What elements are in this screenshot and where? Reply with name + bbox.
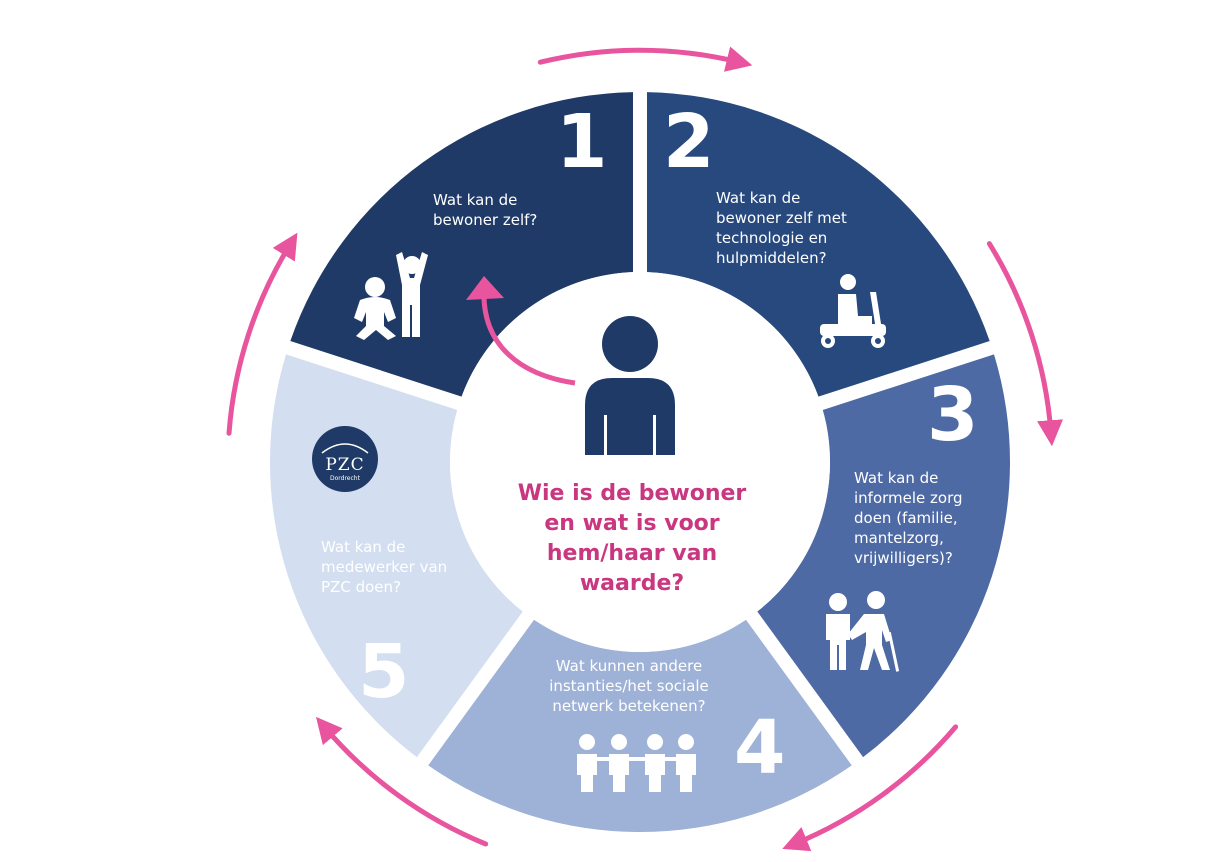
center-circle <box>450 272 830 652</box>
segment-question-line: doen (familie, <box>854 509 958 527</box>
segment-question-line: Wat kan de <box>433 191 517 209</box>
segment-question-line: PZC doen? <box>321 578 401 596</box>
segment-question-line: Wat kan de <box>321 538 405 556</box>
segment-question-line: informele zorg <box>854 489 963 507</box>
segment-2 <box>646 92 990 397</box>
center-title: Wie is de bewoner en wat is voor hem/haa… <box>518 481 747 596</box>
center-arrow-head <box>466 276 504 300</box>
segment-question-line: netwerk betekenen? <box>552 697 705 715</box>
center-title-line: Wie is de bewoner <box>518 481 747 506</box>
pzc-logo: PZC Dordrecht <box>312 426 378 492</box>
segment-question-line: medewerker van <box>321 558 447 576</box>
center-title-line: waarde? <box>580 571 684 596</box>
mobility-scooter-icon <box>820 274 886 348</box>
segment-question-line: mantelzorg, <box>854 529 944 547</box>
adult-and-child-icon <box>354 252 428 340</box>
segment-question-line: vrijwilligers)? <box>854 549 953 567</box>
segment-number: 5 <box>358 629 410 715</box>
segment-question-line: instanties/het sociale <box>549 677 709 695</box>
segment-question-line: Wat kunnen andere <box>556 657 702 675</box>
segment-number: 1 <box>556 99 608 185</box>
logo-subtitle: Dordrecht <box>330 475 361 482</box>
group-network-icon <box>577 734 696 792</box>
logo-name: PZC <box>325 455 364 475</box>
cycle-arrow <box>986 241 1063 447</box>
segment-question-line: bewoner zelf? <box>433 211 537 229</box>
person-icon <box>585 316 675 455</box>
segment-question-line: bewoner zelf met <box>716 209 847 227</box>
segment-3 <box>757 354 1010 758</box>
segment-5-content: PZC Dordrecht Wat kan de medewerker van … <box>312 426 447 715</box>
cycle-arrow <box>537 46 753 72</box>
segment-2-content: 2 Wat kan de bewoner zelf met technologi… <box>663 99 886 348</box>
caregiver-elderly-icon <box>826 591 900 672</box>
segment-3-content: 3 Wat kan de informele zorg doen (famili… <box>826 372 979 672</box>
cycle-arrows <box>226 46 1063 852</box>
segment-question-line: Wat kan de <box>716 189 800 207</box>
segment-1-content: 1 Wat kan de bewoner zelf? <box>354 99 608 340</box>
segment-4 <box>428 619 852 833</box>
segment-number: 4 <box>734 705 786 791</box>
segment-question-line: technologie en <box>716 229 827 247</box>
center-arrow <box>481 289 576 386</box>
cycle-arrow <box>315 716 489 847</box>
center-title-line: en wat is voor <box>544 511 719 536</box>
segment-number: 2 <box>663 99 715 185</box>
cycle-arrow <box>782 724 959 852</box>
segment-4-content: 4 Wat kunnen andere instanties/het socia… <box>549 657 786 792</box>
center-title-line: hem/haar van <box>547 541 717 566</box>
segment-number: 3 <box>927 372 979 458</box>
cycle-arrow <box>226 232 298 436</box>
segment-question-line: Wat kan de <box>854 469 938 487</box>
segment-question-line: hulpmiddelen? <box>716 249 827 267</box>
